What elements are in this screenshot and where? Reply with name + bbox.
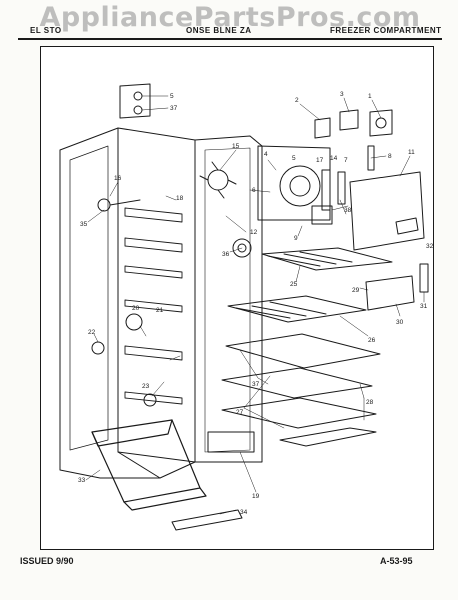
header-model-left: EL STO bbox=[30, 26, 62, 35]
callout-29: 30 bbox=[396, 319, 404, 326]
watermark: AppliancePartsPros.com bbox=[39, 2, 421, 33]
callout-8: 8 bbox=[388, 153, 392, 160]
callout-25: 26 bbox=[368, 337, 376, 344]
callout-24: 25 bbox=[290, 281, 298, 288]
callout-13: 12 bbox=[250, 229, 258, 236]
callout-26: 27 bbox=[236, 409, 244, 416]
callout-17: 18 bbox=[176, 195, 184, 202]
drain-trough bbox=[207, 431, 255, 453]
callout-31: 32 bbox=[426, 243, 434, 250]
callout-11: 5 bbox=[170, 93, 174, 100]
callout-34: 35 bbox=[80, 221, 88, 228]
callout-27: 28 bbox=[366, 399, 374, 406]
callout-33: 34 bbox=[240, 509, 248, 516]
diagram-frame bbox=[40, 46, 434, 550]
freezer-shelves bbox=[221, 247, 393, 447]
header-model-mid: ONSE BLNE ZA bbox=[186, 26, 252, 35]
callout-14: 14 bbox=[330, 155, 338, 162]
fan-motor-assembly bbox=[199, 145, 346, 225]
callout-38: 38 bbox=[344, 207, 352, 214]
callout-5: 5 bbox=[292, 155, 296, 162]
kick-strip bbox=[171, 509, 243, 531]
callout-37: 37 bbox=[252, 381, 260, 388]
callout-16: 15 bbox=[232, 143, 240, 150]
shelf-rail-assembly bbox=[365, 263, 429, 311]
callout-3: 3 bbox=[340, 91, 344, 98]
callout-23: 23 bbox=[142, 383, 150, 390]
callout-19: 19 bbox=[252, 493, 260, 500]
freezer-liner bbox=[59, 127, 196, 479]
evaporator-cover bbox=[349, 171, 425, 251]
callout-32: 33 bbox=[78, 477, 86, 484]
callout-30: 31 bbox=[420, 303, 428, 310]
callout-7: 7 bbox=[344, 157, 348, 164]
top-brackets bbox=[314, 109, 393, 171]
callout-2: 2 bbox=[295, 97, 299, 104]
callout-21: 21 bbox=[156, 307, 164, 314]
callout-28: 29 bbox=[352, 287, 360, 294]
callout-20: 20 bbox=[132, 305, 140, 312]
callout-12: 11 bbox=[408, 149, 415, 156]
callout-1: 1 bbox=[368, 93, 372, 100]
callout-4: 4 bbox=[264, 151, 268, 158]
header-rule bbox=[18, 38, 442, 40]
callout-35: 36 bbox=[222, 251, 230, 258]
page-code: A-53-95 bbox=[380, 556, 413, 566]
control-knob bbox=[232, 238, 252, 258]
callout-18: 17 bbox=[316, 157, 324, 164]
callout-15: 16 bbox=[114, 175, 122, 182]
header-section-title: FREEZER COMPARTMENT bbox=[330, 26, 442, 35]
storage-bin bbox=[91, 419, 207, 511]
back-wall bbox=[194, 135, 263, 463]
callout-numbers: 5 37 1 3 2 8 11 15 4 5 17 14 7 6 12 9 38… bbox=[78, 91, 434, 516]
callout-22: 22 bbox=[88, 329, 96, 336]
callout-36: 37 bbox=[170, 105, 178, 112]
callout-6: 6 bbox=[252, 187, 256, 194]
inset-fasteners bbox=[119, 83, 151, 119]
left-wall-parts bbox=[91, 198, 157, 407]
liner-shelf-rails bbox=[124, 207, 183, 405]
issued-date: ISSUED 9/90 bbox=[20, 556, 74, 566]
callout-leaders bbox=[85, 95, 425, 515]
callout-9: 9 bbox=[294, 235, 298, 242]
